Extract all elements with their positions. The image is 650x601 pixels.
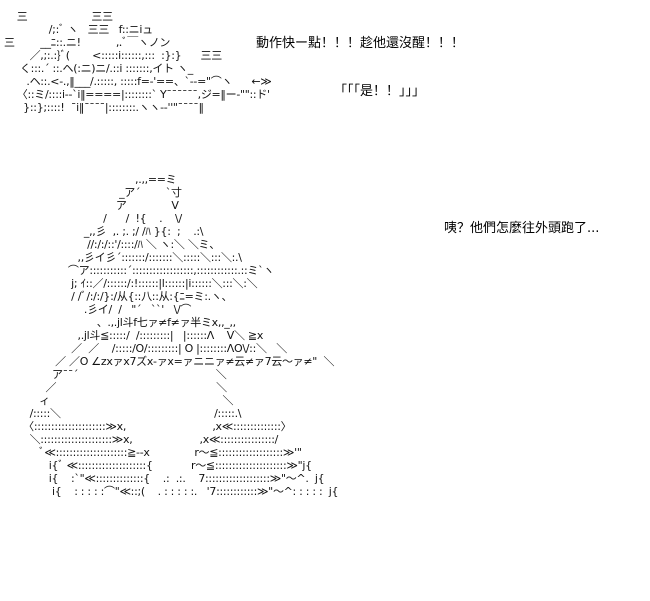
reply-caption: 「「「是！！」」」 [334,84,426,99]
escaping-crowd-ascii-art: 三 三三 /;:ﾞ ヽ 三三 f::ニiュ 三 __ﾆ::.ニ! ,.ﾞ￣ヽノン… [4,10,272,114]
shout-caption: 動作快ー點！！！趁他還沒醒！！！ [256,36,465,51]
wondering-caption: 咦？他們怎麼往外頭跑了... [444,221,600,236]
sleeping-figure-ascii-art: ,.,,==ミ _ア´ `寸 ア V / / !{ . \/ _,,彡 ,. ; [23,173,339,498]
